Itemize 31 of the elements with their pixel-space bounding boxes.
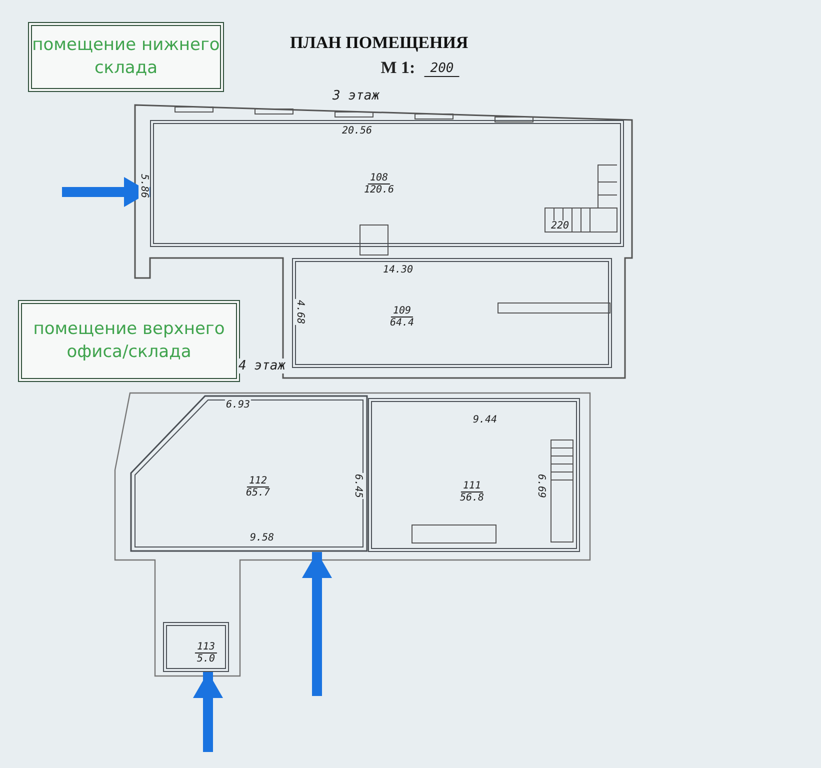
dimension-label: 9.58 [248, 532, 276, 544]
room-number: 109 [390, 306, 414, 318]
dimension-label: 14.30 [382, 264, 414, 276]
arrow [302, 552, 332, 696]
dimension-label: 5.86 [138, 172, 150, 200]
dimension-label: 20.56 [340, 126, 374, 136]
room-number: 113 [194, 642, 218, 654]
room-area: 56.8 [460, 492, 484, 504]
room-area: 5.0 [196, 654, 216, 664]
callout-label-box [18, 300, 240, 382]
room-outline [163, 622, 229, 672]
callout-text: помещение верхнего офиса/склада [32, 318, 226, 364]
room-number: 108 [368, 172, 390, 184]
dimension-label: 9.44 [472, 414, 498, 426]
dimension-label: 6.45 [352, 472, 364, 500]
room-area: 64.4 [390, 318, 414, 328]
dimension-label: 6.69 [536, 472, 546, 500]
room-area: 65.7 [246, 488, 270, 498]
scale-value: 200 [424, 61, 460, 77]
room-number: 112 [246, 476, 270, 488]
room-area: 120.6 [364, 184, 394, 196]
plan-title: ПЛАН ПОМЕЩЕНИЯ [290, 33, 468, 53]
dimension-label: 6.93 [224, 400, 252, 410]
dimension-label: 4.68 [294, 298, 306, 326]
callout-label-box [28, 22, 224, 92]
dimension-label: 220 [550, 220, 570, 232]
floor-label: 4 этаж [238, 358, 286, 374]
callout-text: помещение нижнего склада [32, 34, 220, 80]
room-number: 111 [460, 480, 484, 492]
arrow [193, 672, 223, 752]
room-outline [130, 395, 368, 552]
